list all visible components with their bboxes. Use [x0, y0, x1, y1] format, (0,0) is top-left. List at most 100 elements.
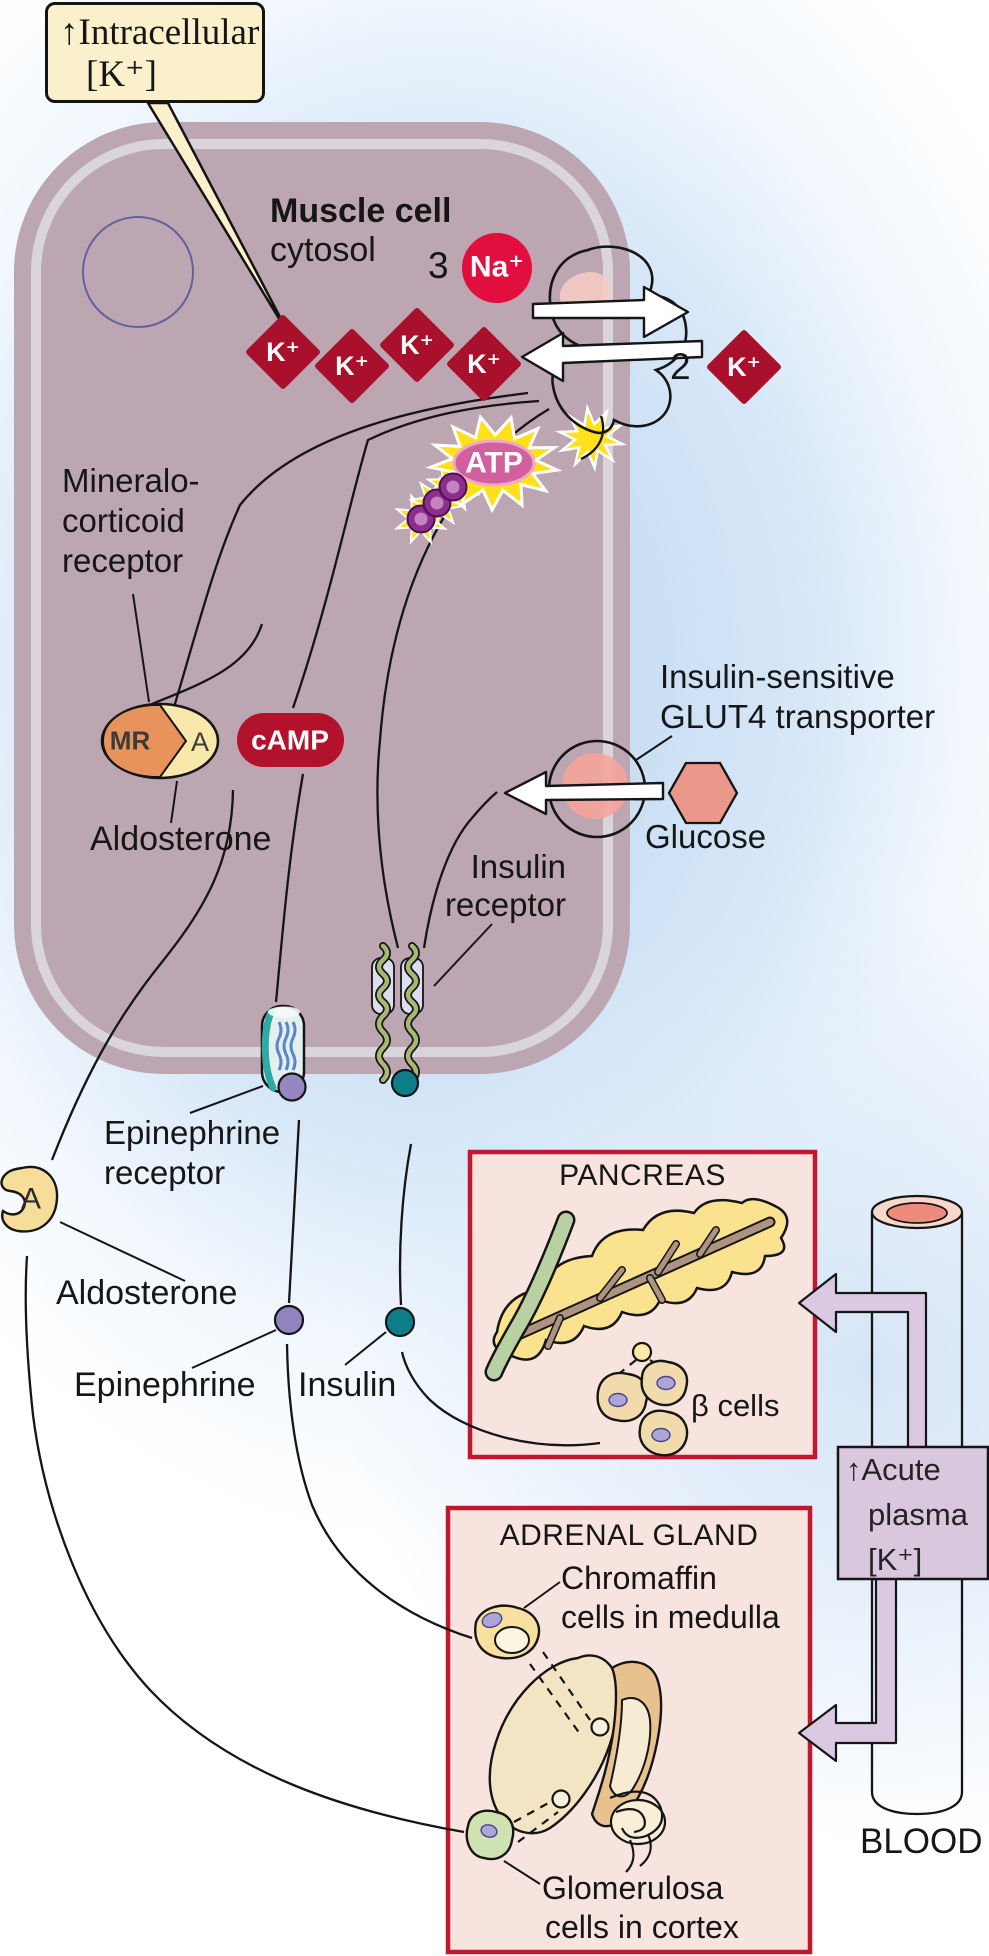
epinephrine-receptor-label-line2: receptor: [104, 1154, 226, 1191]
pancreas-box: [467, 1149, 818, 1460]
aldosterone-in-label: Aldosterone: [90, 820, 272, 858]
mineralocorticoid-line1: Mineralo-: [62, 462, 200, 499]
plasma-k-arrow-to-adrenal: [797, 1575, 898, 1763]
k-import-arrow-icon: [520, 331, 704, 383]
phosphate-core: [414, 512, 428, 526]
plasma-k-arrow-to-pancreas: [797, 1272, 928, 1451]
k-diamond: [447, 327, 521, 401]
insulin-receptor-label-line1: Insulin: [470, 848, 566, 885]
arrow-aldosterone-to-mr: [50, 790, 233, 1161]
epinephrine-receptor-label-line1: Epinephrine: [104, 1114, 281, 1151]
k-ion-diamonds: [246, 308, 781, 404]
na-export-arrow-icon: [531, 285, 690, 339]
leader-insulin: [344, 1331, 387, 1366]
k-diamond: [246, 315, 320, 389]
leader-insulin-receptor: [433, 923, 493, 987]
glucose-import-arrow-icon: [503, 770, 665, 816]
phosphate-core: [446, 480, 460, 494]
arrow-camp-to-pump: [291, 401, 539, 709]
epinephrine-receptor-protein: [260, 1004, 307, 1102]
mr-label: MR: [109, 725, 151, 756]
mineralocorticoid-line2: corticoid: [62, 502, 185, 539]
membrane-inner-ring: [31, 139, 613, 1057]
k-count: 2: [670, 346, 691, 387]
beta-cells-label: β cells: [691, 1388, 780, 1423]
insr-coils: [375, 942, 420, 1084]
leader-aldosterone-out: [59, 1221, 186, 1282]
callout-line2: [K⁺]: [86, 54, 157, 95]
na-count: 3: [428, 245, 449, 286]
epinephrine-label: Epinephrine: [74, 1366, 256, 1404]
adrenal-box: [445, 1505, 813, 1955]
na-ion-circle: [462, 233, 532, 303]
adrenal-vein-curls: [609, 1790, 664, 1873]
k-ion-out-label: K⁺: [727, 351, 761, 382]
epi-receptor-waves: [275, 1021, 297, 1071]
islet-circle: [631, 1341, 653, 1363]
epi-receptor-edge: [261, 1008, 277, 1092]
adrenal-title: ADRENAL GLAND: [499, 1519, 759, 1552]
arrow-beta-to-insulin: [402, 1352, 601, 1447]
leader-epinephrine: [191, 1329, 277, 1369]
leader-glomerulosa: [503, 1860, 541, 1885]
insulin-receptor-protein: [371, 942, 424, 1098]
mr-half: [101, 704, 188, 778]
camp-pill: [237, 713, 344, 767]
acute-plasma-box: [836, 1445, 989, 1581]
k-diamond-extracellular: [707, 330, 781, 404]
beta-cell-nucleus: [608, 1392, 628, 1408]
k-ion-label: K⁺: [266, 336, 300, 367]
pancreas-title: PANCREAS: [559, 1159, 726, 1192]
k-diamond: [380, 308, 454, 382]
glut4-label-line2: GLUT4 transporter: [660, 698, 936, 735]
a-label: A: [190, 726, 210, 757]
callout-pointer: [146, 101, 294, 342]
leader-mineralocorticoid: [132, 593, 150, 703]
beta-cells: [596, 1359, 689, 1457]
chromaffin-nucleus: [481, 1611, 503, 1629]
leader-epinephrine-receptor: [189, 1085, 264, 1114]
arrow-epinephrine-to-receptor: [289, 1120, 299, 1304]
chromaffin-label-line2: cells in medulla: [561, 1599, 780, 1635]
aldosterone-a-letter: A: [20, 1182, 42, 1216]
k-ion-label: K⁺: [467, 348, 501, 379]
arrow-atp-hydrolysis: [581, 415, 605, 459]
atp-label: ATP: [465, 446, 523, 480]
acute-plasma-line1: ↑Acute: [846, 1452, 941, 1487]
leader-aldosterone-in: [170, 780, 178, 824]
insulin-molecule-dot: [384, 1306, 416, 1338]
glomerulosa-nucleus: [480, 1824, 498, 1838]
k-ion-label: K⁺: [400, 329, 434, 360]
mineralocorticoid-line3: receptor: [62, 542, 184, 579]
aldosterone-out-label: Aldosterone: [56, 1274, 238, 1312]
medulla-marker-circle: [590, 1717, 610, 1737]
callout-line1: ↑Intracellular: [60, 12, 260, 53]
glucose-label: Glucose: [645, 818, 767, 855]
vessel-lumen: [886, 1202, 948, 1224]
beta-cell-nucleus: [651, 1427, 671, 1443]
chromaffin-label-line1: Chromaffin: [561, 1560, 717, 1596]
chromaffin-vesicle: [494, 1626, 530, 1654]
acute-plasma-line3: [K⁺]: [868, 1542, 923, 1577]
arrow-mr-complex-up: [151, 624, 262, 706]
na-ion-label: Na⁺: [469, 250, 525, 284]
arrow-epi-receptor-to-camp: [274, 774, 303, 1003]
arrow-glomerulosa-to-aldosterone: [26, 1256, 465, 1834]
aldosterone-molecule: [0, 1165, 59, 1233]
insulin-bound-dot: [390, 1068, 420, 1098]
phosphate-core: [430, 496, 444, 510]
phosphate-chain: [406, 472, 468, 534]
cytosol-label: cytosol: [270, 231, 376, 269]
glucose-hexagon: [667, 761, 739, 825]
insulin-receptor-label-line2: receptor: [444, 886, 566, 923]
arrow-insulin-receptor-to-glut4: [422, 792, 497, 949]
insulin-label: Insulin: [298, 1366, 397, 1404]
adrenal-dashed-lines: [513, 1651, 591, 1843]
leader-lines: [59, 593, 673, 1885]
epinephrine-bound-dot: [277, 1072, 307, 1102]
k-diamond: [315, 329, 389, 403]
leader-chromaffin: [523, 1581, 561, 1609]
glut4-label-line1: Insulin-sensitive: [660, 658, 895, 695]
